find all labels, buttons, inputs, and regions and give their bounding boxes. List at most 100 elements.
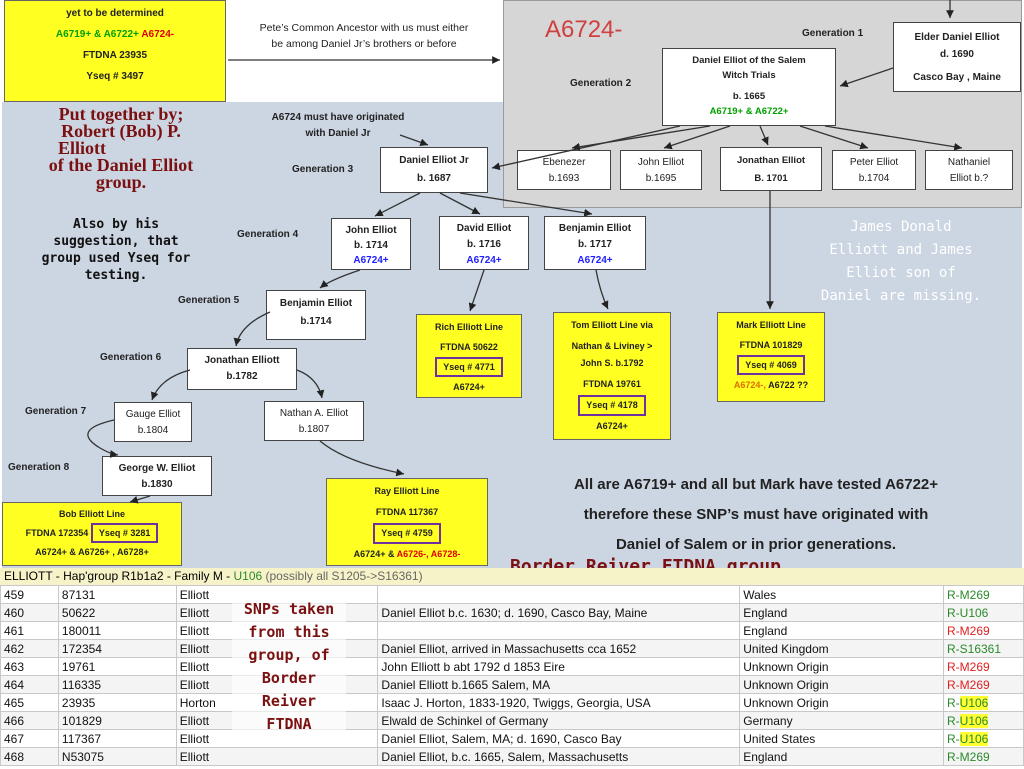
cell-kit: 19761 bbox=[57, 657, 177, 676]
arrow-elder-to-salem bbox=[839, 67, 894, 88]
arrow-jr-to-john14 bbox=[374, 192, 421, 217]
haplogroup-value: S16361 bbox=[959, 641, 1002, 656]
snps-line6: FTDNA bbox=[266, 715, 312, 733]
arrow-salem-to-ebenezer bbox=[571, 125, 711, 151]
generation-4-label: Generation 4 bbox=[237, 229, 299, 240]
cell-ancestor: John Elliott b abt 1792 d 1853 Eire bbox=[377, 657, 741, 676]
cell-ancestor bbox=[377, 585, 741, 604]
credits-sub-line3: group used Yseq for bbox=[41, 251, 191, 266]
credits-subtitle: Also by his suggestion, that group used … bbox=[6, 216, 226, 284]
jonathan01-birth: B. 1701 bbox=[754, 173, 788, 184]
cell-haplogroup: R-M269 bbox=[942, 621, 1024, 640]
mark-yseq: Yseq # 4069 bbox=[737, 355, 805, 375]
john95-birth: b.1695 bbox=[645, 173, 677, 184]
cell-country: Germany bbox=[739, 711, 944, 730]
ray-snp-red: A6726-, A6728- bbox=[396, 549, 461, 559]
person-nathaniel: Nathaniel Elliot b.? bbox=[925, 150, 1013, 190]
table-header-gray: (possibly all S1205->S16361) bbox=[262, 569, 423, 583]
tom-snp: A6724+ bbox=[596, 421, 628, 431]
conclusion-line3: Daniel of Salem or in prior generations. bbox=[615, 536, 897, 553]
david-snp: A6724+ bbox=[466, 255, 502, 266]
bob-title: Bob Elliott Line bbox=[59, 509, 125, 519]
gauge-name: Gauge Elliot bbox=[125, 409, 181, 420]
person-john-1695: John Elliot b.1695 bbox=[620, 150, 702, 190]
table-header-green: U106 bbox=[233, 569, 263, 583]
ancestor-note: Pete’s Common Ancestor with us must eith… bbox=[226, 20, 502, 52]
person-peter: Peter Elliot b.1704 bbox=[832, 150, 916, 190]
arrow-david-to-rich bbox=[468, 269, 485, 312]
credits-title: Put together by; Robert (Bob) P. Elliott… bbox=[6, 104, 236, 192]
credits-title-line4: of the Daniel Elliot bbox=[48, 155, 194, 175]
person-nathan: Nathan A. Elliot b.1807 bbox=[264, 401, 364, 441]
jonathan82-name: Jonathan Elliott bbox=[204, 355, 280, 366]
summary-line2: A6719+ & A6722+ A6724- bbox=[5, 24, 225, 45]
ebenezer-name: Ebenezer bbox=[542, 157, 586, 168]
cell-n: 461 bbox=[0, 621, 59, 640]
haplogroup-prefix: R- bbox=[946, 605, 960, 620]
credits-title-line1: Put together by; bbox=[58, 104, 184, 124]
tom-elliott-line-box: Tom Elliott Line via Nathan & Liviney > … bbox=[553, 312, 671, 440]
generation-8-label: Generation 8 bbox=[8, 462, 70, 473]
arrow-benjamin17-to-tom bbox=[595, 269, 609, 310]
haplogroup-prefix: R- bbox=[946, 587, 960, 602]
bob-yseq: Yseq # 3281 bbox=[90, 523, 159, 543]
nathan-birth: b.1807 bbox=[298, 424, 330, 435]
rich-snp: A6724+ bbox=[453, 382, 485, 392]
mark-snp: A6724-, A6722 ?? bbox=[718, 377, 824, 393]
cell-country: England bbox=[739, 747, 944, 766]
rich-ftdna: FTDNA 50622 bbox=[440, 342, 498, 352]
generation-6-label: Generation 6 bbox=[100, 352, 162, 363]
tom-line3: John S. b.1792 bbox=[580, 358, 644, 368]
snps-line1: SNPs taken bbox=[243, 600, 335, 618]
david-birth: b. 1716 bbox=[467, 239, 501, 250]
john14-name: John Elliot bbox=[345, 225, 397, 236]
arrow-salem-to-john95 bbox=[663, 125, 731, 150]
david-name: David Elliot bbox=[456, 223, 512, 234]
cell-ancestor: Daniel Elliot, b.c. 1665, Salem, Massach… bbox=[377, 747, 741, 766]
mark-snp-black: A6722 ?? bbox=[765, 380, 809, 390]
arrow-nathan-to-ray bbox=[319, 440, 405, 477]
arrow-gauge-to-george bbox=[87, 419, 119, 458]
salem-birth: b. 1665 bbox=[732, 91, 766, 102]
bob-elliott-line-box: Bob Elliott Line FTDNA 172354 Yseq # 328… bbox=[2, 502, 182, 566]
haplogroup-prefix: R- bbox=[946, 677, 960, 692]
table-header-black: ELLIOTT - Hap'group R1b1a2 - Family M - bbox=[4, 569, 234, 583]
cell-n: 468 bbox=[0, 747, 59, 766]
jonathan82-birth: b.1782 bbox=[226, 371, 258, 382]
tom-yseq: Yseq # 4178 bbox=[578, 395, 646, 416]
cell-country: Unknown Origin bbox=[739, 657, 944, 676]
arrow-salem-to-peter bbox=[799, 125, 869, 150]
arrow-jr-to-david bbox=[439, 192, 481, 215]
cell-kit: 23935 bbox=[57, 693, 177, 712]
cell-haplogroup: R-M269 bbox=[942, 675, 1024, 694]
george-name: George W. Elliot bbox=[118, 463, 196, 474]
rich-elliott-line-box: Rich Elliott Line FTDNA 50622 Yseq # 477… bbox=[416, 314, 522, 398]
cell-kit: 172354 bbox=[57, 639, 177, 658]
person-daniel-jr: Daniel Elliot Jr b. 1687 bbox=[380, 147, 488, 193]
cell-n: 463 bbox=[0, 657, 59, 676]
haplogroup-prefix: R- bbox=[946, 749, 960, 764]
credits-sub-line4: testing. bbox=[84, 268, 148, 283]
person-david: David Elliot b. 1716 A6724+ bbox=[439, 216, 529, 270]
snps-line3: group, of bbox=[248, 646, 330, 664]
haplogroup-value: M269 bbox=[959, 587, 990, 602]
ancestor-note-line1: Pete’s Common Ancestor with us must eith… bbox=[259, 22, 469, 34]
cell-kit: 87131 bbox=[57, 585, 177, 604]
ancestor-note-line2: be among Daniel Jr’s brothers or before bbox=[271, 38, 457, 50]
arrow-salem-to-jr bbox=[491, 125, 681, 171]
nathaniel-name: Nathaniel bbox=[947, 157, 991, 168]
cell-ancestor: Isaac J. Horton, 1833-1920, Twiggs, Geor… bbox=[377, 693, 741, 712]
arrow-origin-note-to-jr bbox=[399, 134, 429, 147]
big-snp-label: A6724- bbox=[545, 16, 623, 43]
credits-title-line5: group. bbox=[95, 172, 147, 192]
arrow-benjamin14-to-jonathan82 bbox=[233, 311, 271, 347]
cell-n: 466 bbox=[0, 711, 59, 730]
generation-7-label: Generation 7 bbox=[25, 406, 87, 417]
benjamin17-name: Benjamin Elliot bbox=[558, 223, 632, 234]
